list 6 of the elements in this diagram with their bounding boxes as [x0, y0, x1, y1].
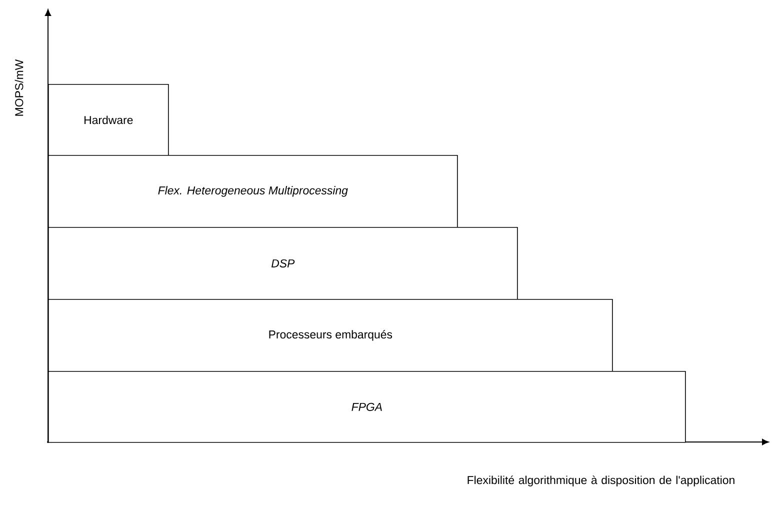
bar-box: Processeurs embarqués: [48, 299, 613, 372]
bar-box: DSP: [48, 226, 518, 300]
axis-label: Flexibilité algorithmique à disposition de l'application: [468, 476, 734, 486]
bar-box: Hardware: [48, 84, 169, 156]
bar-box: FPGA: [48, 371, 686, 443]
axis-label: MOPS/mW: [14, 59, 24, 116]
